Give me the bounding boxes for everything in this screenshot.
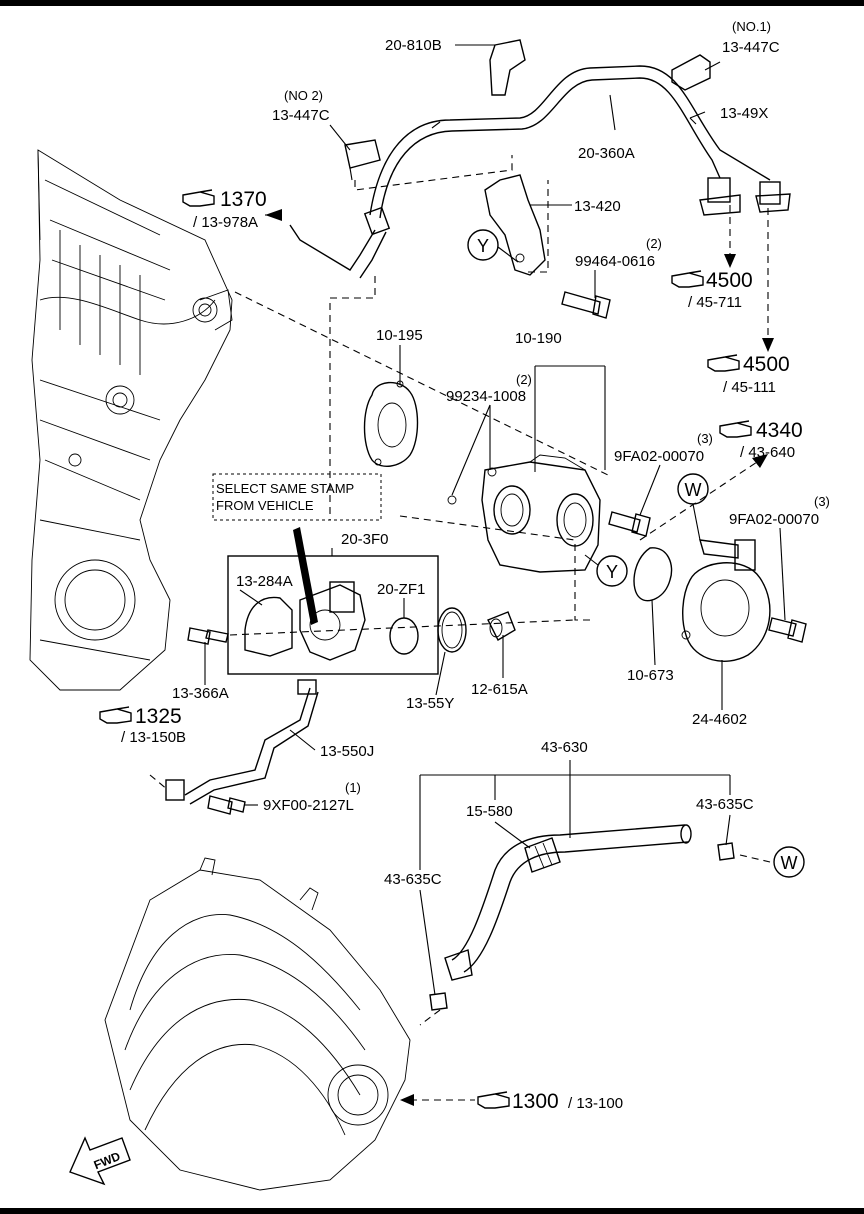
hand-pointer-icon [707, 354, 740, 372]
label-13-49X[interactable]: 13-49X [720, 105, 768, 122]
hand-pointer-icon [182, 189, 215, 207]
coupler-12-615A-drawing [487, 611, 516, 641]
ref-1325-number: 1325 [135, 705, 182, 728]
ref-1325-sub: / 13-150B [121, 729, 186, 746]
qty-99464: (2) [646, 236, 662, 251]
hand-pointer-icon [719, 420, 752, 438]
label-99234-1008[interactable]: 99234-1008 [446, 388, 526, 405]
clip-no2-drawing [344, 139, 381, 169]
label-9FA02-00070-b[interactable]: 9FA02-00070 [729, 511, 819, 528]
label-20-810B[interactable]: 20-810B [385, 37, 442, 54]
bolt-9FA02-a-drawing [608, 511, 651, 537]
qty-99234: (2) [516, 372, 532, 387]
label-9XF00-2127L[interactable]: 9XF00-2127L [263, 797, 354, 814]
label-10-190[interactable]: 10-190 [515, 330, 562, 347]
clip-43-635C-a-drawing [717, 842, 735, 861]
hose-43-630-drawing [444, 824, 692, 981]
gasket-10-673-drawing [633, 547, 673, 602]
label-43-635C-left[interactable]: 43-635C [384, 871, 442, 888]
ref-4340-number: 4340 [756, 419, 803, 442]
qty-9FA02-b: (3) [814, 494, 830, 509]
ring-13-55Y-drawing [437, 607, 467, 653]
intake-manifold-drawing [104, 857, 411, 1191]
vacuum-pipe-assembly [289, 65, 791, 279]
qty-13-447C-no2: (NO 2) [284, 88, 323, 103]
label-13-420[interactable]: 13-420 [574, 198, 621, 215]
label-9FA02-00070-a[interactable]: 9FA02-00070 [614, 448, 704, 465]
label-13-55Y[interactable]: 13-55Y [406, 695, 454, 712]
label-15-580[interactable]: 15-580 [466, 803, 513, 820]
arrowheads [265, 209, 774, 1106]
label-24-4602[interactable]: 24-4602 [692, 711, 747, 728]
bottom-border [0, 1208, 864, 1214]
label-10-195[interactable]: 10-195 [376, 327, 423, 344]
label-13-447C-no2[interactable]: 13-447C [272, 107, 330, 124]
ref-4500-a[interactable]: 4500 / 45-711 [671, 269, 753, 311]
bracket-13-420-drawing [484, 174, 546, 276]
gasket-10-195-drawing [363, 380, 419, 467]
qty-9XF00: (1) [345, 780, 361, 795]
hand-pointer-icon [477, 1091, 510, 1109]
leader-lines [204, 44, 786, 996]
engine-block-drawing [29, 149, 233, 691]
top-border [0, 0, 864, 6]
ref-1370-number: 1370 [220, 188, 267, 211]
kit-box-20-3F0 [227, 555, 439, 675]
label-13-366A[interactable]: 13-366A [172, 685, 229, 702]
ref-1370-sub: / 13-978A [193, 214, 258, 231]
stamp-note: SELECT SAME STAMP FROM VEHICLE [212, 473, 382, 521]
label-12-615A[interactable]: 12-615A [471, 681, 528, 698]
label-20-3F0[interactable]: 20-3F0 [341, 531, 389, 548]
pump-24-4602-drawing [681, 539, 771, 662]
qty-13-447C-no1: (NO.1) [732, 19, 771, 34]
label-43-630[interactable]: 43-630 [541, 739, 588, 756]
bolt-99464-drawing [561, 291, 611, 319]
guide-lines [149, 155, 771, 1101]
marker-y-bottom: Y [606, 562, 618, 582]
ref-4500-b[interactable]: 4500 / 45-111 [707, 353, 790, 396]
ref-4500-a-sub: / 45-711 [688, 294, 742, 311]
ref-1325[interactable]: 1325 / 13-150B [99, 705, 186, 746]
label-43-635C-right[interactable]: 43-635C [696, 796, 754, 813]
label-13-550J[interactable]: 13-550J [320, 743, 374, 760]
pipe-13-550J-drawing [165, 679, 319, 805]
throttle-housing-10-190-drawing [447, 454, 601, 573]
label-20-360A[interactable]: 20-360A [578, 145, 635, 162]
reference-markers: Y Y W W [467, 229, 805, 878]
part-labels: 20-810B (NO.1) 13-447C (NO 2) 13-447C 13… [172, 19, 830, 888]
marker-y-top: Y [477, 236, 489, 256]
label-10-673[interactable]: 10-673 [627, 667, 674, 684]
ref-4500-a-number: 4500 [706, 269, 753, 292]
ref-1300[interactable]: 1300 / 13-100 [477, 1090, 623, 1113]
clip-no1-drawing [671, 54, 711, 91]
ref-1300-sub: / 13-100 [568, 1095, 623, 1112]
ref-4500-b-sub: / 45-111 [723, 379, 776, 396]
label-13-447C-no1[interactable]: 13-447C [722, 39, 780, 56]
label-13-284A[interactable]: 13-284A [236, 573, 293, 590]
ref-4340-sub: / 43-640 [740, 444, 795, 461]
cross-references: 1370 / 13-978A 4500 / 45-711 4500 / 45-1… [99, 188, 803, 1113]
label-20-ZF1[interactable]: 20-ZF1 [377, 581, 425, 598]
ref-4340[interactable]: 4340 / 43-640 [719, 419, 803, 461]
note-line-2: FROM VEHICLE [216, 498, 314, 513]
note-line-1: SELECT SAME STAMP [216, 481, 354, 496]
ref-4500-b-number: 4500 [743, 353, 790, 376]
qty-9FA02-a: (3) [697, 431, 713, 446]
hand-pointer-icon [671, 270, 704, 288]
bracket-20-810B-drawing [489, 39, 526, 96]
bolt-13-366A-drawing [187, 627, 229, 645]
ref-1370[interactable]: 1370 / 13-978A [182, 188, 267, 231]
marker-w-top: W [685, 480, 702, 500]
clip-43-635C-b-drawing [429, 992, 448, 1011]
sensor-kit-drawing [244, 527, 419, 661]
hand-pointer-icon [99, 706, 132, 724]
marker-w-bottom: W [781, 853, 798, 873]
bolt-9XF00-drawing [207, 795, 246, 815]
label-99464-0616[interactable]: 99464-0616 [575, 253, 655, 270]
bolt-9FA02-b-drawing [768, 617, 807, 643]
fwd-arrow: FWD [69, 1136, 131, 1186]
ref-1300-number: 1300 [512, 1090, 559, 1113]
